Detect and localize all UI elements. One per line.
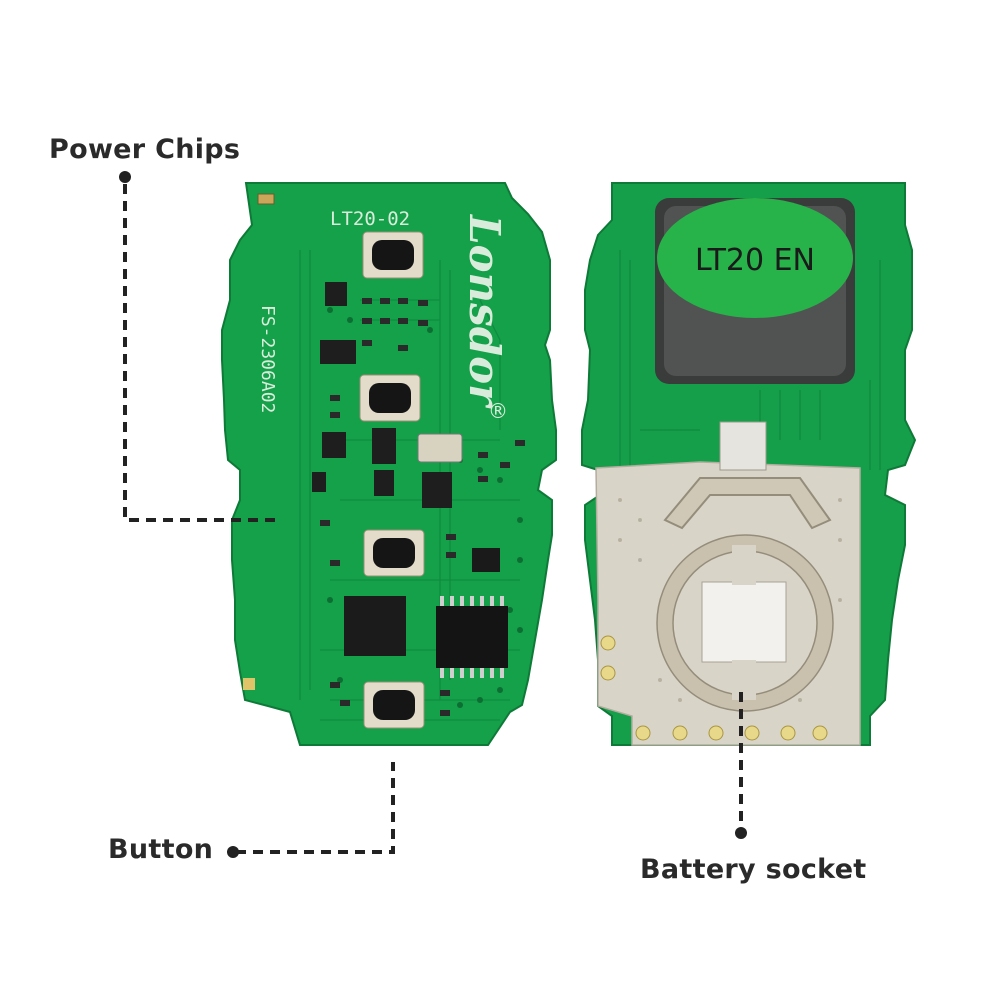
- callout-battery-socket: Battery socket: [640, 854, 867, 885]
- small-chip: [472, 548, 500, 572]
- button-callout-line: [236, 762, 395, 854]
- passive-components: [320, 298, 525, 716]
- back-label-text: LT20 EN: [695, 243, 815, 278]
- callout-lines: [123, 184, 743, 854]
- callout-power-chips: Power Chips: [49, 134, 241, 165]
- coil-inductor: LT20 EN: [655, 198, 855, 384]
- callout-button: Button: [108, 834, 214, 865]
- back-traces: [619, 250, 881, 480]
- gold-pad-front: [243, 678, 255, 690]
- battery-clip: [663, 477, 832, 530]
- tactile-button-4: [363, 681, 425, 729]
- microcontroller-chip: [344, 596, 406, 656]
- power-chips-callout-line: [123, 184, 278, 522]
- tactile-button-3: [363, 529, 425, 577]
- gold-pads: [600, 635, 828, 741]
- power-chips-callout-dot: [119, 171, 131, 183]
- pcb-front-board: LT20-02 FS-2306A02 Lonsdor ®: [221, 182, 557, 746]
- brand-logo-text: Lonsdor: [460, 214, 509, 409]
- registered-mark: ®: [488, 399, 508, 423]
- tactile-button-2: [359, 374, 421, 422]
- tactile-button-1: [362, 231, 424, 279]
- front-part-number-text: FS-2306A02: [257, 305, 278, 413]
- led-component: [257, 193, 275, 205]
- crystal-oscillator: [417, 433, 463, 463]
- front-model-text: LT20-02: [330, 208, 410, 230]
- battery-socket-callout-dot: [735, 827, 747, 839]
- battery-socket: [656, 534, 834, 712]
- battery-contact-tab: [719, 421, 767, 471]
- pcb-back-board: LT20 EN: [581, 182, 917, 746]
- callout-dots: [119, 171, 747, 858]
- ic-chip: [436, 606, 508, 668]
- ic-pins: [440, 596, 504, 678]
- power-chips: [312, 282, 452, 508]
- button-callout-dot: [227, 846, 239, 858]
